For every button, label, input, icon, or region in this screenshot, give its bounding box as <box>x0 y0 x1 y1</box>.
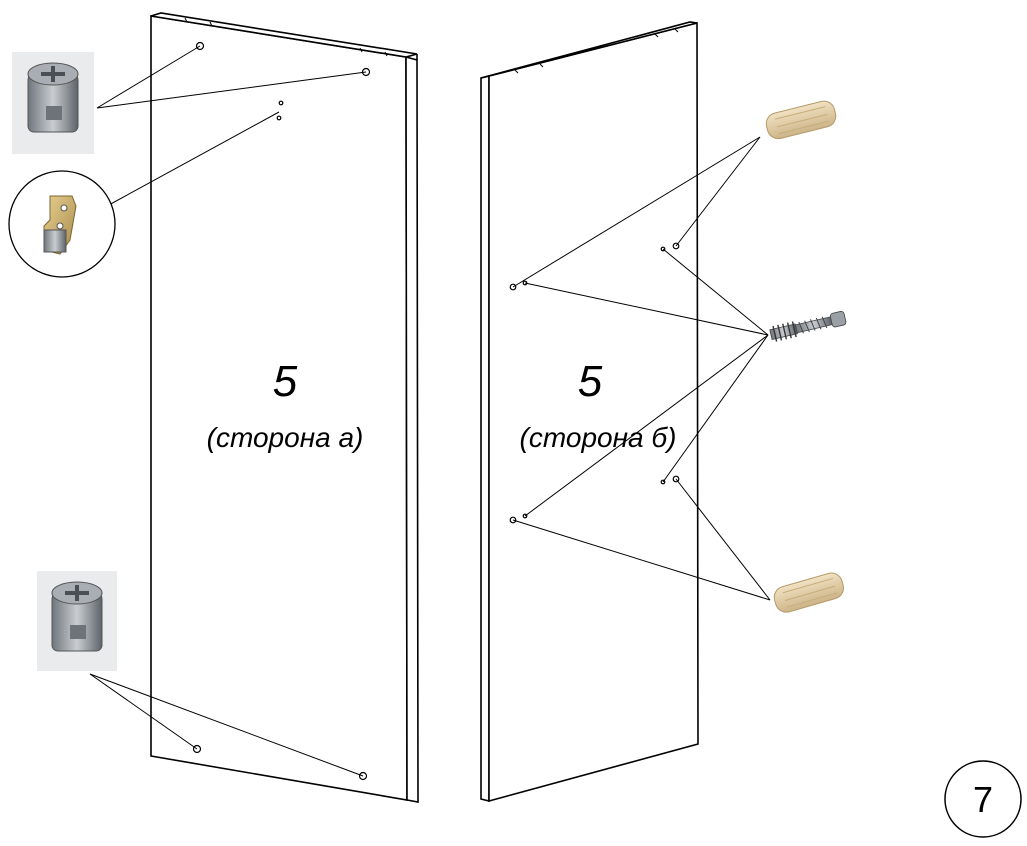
cam-lock-icon <box>37 571 117 671</box>
panel-b <box>480 21 699 803</box>
dowel-icon <box>765 100 837 140</box>
shelf-support-icon <box>8 170 116 278</box>
cam-lock-icon <box>12 52 94 154</box>
panel-b-number: 5 <box>578 357 603 406</box>
step-badge: 7 <box>944 760 1022 838</box>
leader-lines <box>89 45 771 777</box>
panel-b-side-label: (сторона б) <box>520 422 677 453</box>
panel-b-holes <box>509 242 680 524</box>
bracket-hole <box>278 100 284 106</box>
step-number: 7 <box>973 779 993 820</box>
dowel-icon <box>773 572 845 613</box>
cam-bolt-icon <box>769 310 847 342</box>
panel-a-number: 5 <box>273 357 298 406</box>
bracket-hole <box>276 115 282 121</box>
panel-a <box>150 12 419 803</box>
panel-a-side-label: (сторона а) <box>207 422 364 453</box>
